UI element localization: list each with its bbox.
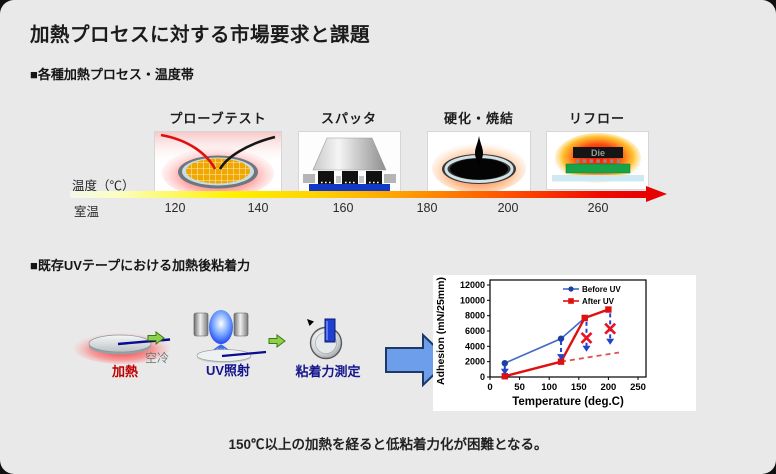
temp-axis-label: 温度（℃） [72,179,135,193]
svg-text:Temperature (deg.C): Temperature (deg.C) [512,396,624,408]
svg-text:50: 50 [514,382,525,393]
svg-text:250: 250 [630,382,646,393]
section-adhesion-heading: ■既存UVテープにおける加熱後粘着力 [30,258,251,273]
svg-text:6000: 6000 [465,326,485,336]
process-item-sputter: スパッタ [274,108,424,194]
svg-text:150: 150 [571,382,587,393]
heat-icon [74,332,171,364]
gauge-icon [307,318,343,360]
temp-tick-label: 200 [497,201,519,215]
air-cool-arrow-icon [147,331,165,345]
svg-text:10000: 10000 [460,295,485,305]
svg-text:8000: 8000 [465,311,485,321]
probe-test-icon [154,131,282,196]
temp-tick-label: 260 [587,201,609,215]
svg-text:0: 0 [487,382,492,393]
svg-text:Adhesion (mN/25mm): Adhesion (mN/25mm) [435,277,447,385]
svg-text:Before UV: Before UV [582,285,621,294]
svg-text:100: 100 [541,382,557,393]
svg-text:2000: 2000 [465,357,485,367]
footer-note: 150℃以上の加熱を経ると低粘着力化が困難となる。 [228,437,548,452]
flow-arrow-icon [268,334,286,348]
temp-tick-label: 120 [164,201,186,215]
air-cool-label: 空冷 [144,351,169,365]
svg-text:4000: 4000 [465,341,485,351]
sputter-icon [297,131,401,194]
process-label: スパッタ [320,111,377,126]
adhesion-chart-panel: 0 2000 4000 6000 8000 10000 12000 0 50 100 150 200 2… [433,275,696,411]
die-label: Die [590,148,604,158]
process-item-cure-sinter: 硬化・焼結 [404,108,554,194]
section-processes-heading: ■各種加熱プロセス・温度帯 [30,67,194,82]
process-item-probe-test: プローブテスト [143,108,293,196]
process-label: 硬化・焼結 [443,111,514,126]
temp-tick-label: 140 [247,201,269,215]
svg-text:After UV: After UV [582,297,615,306]
temp-gradient-arrowhead [646,186,667,202]
flow-step-measure-label: 粘着力測定 [295,364,361,379]
temp-tick-label: 180 [416,201,438,215]
page-title: 加熱プロセスに対する市場要求と課題 [30,24,371,46]
temp-origin-label: 室温 [74,205,100,219]
process-item-reflow: リフロー Die [522,108,672,190]
cure-sinter-icon [427,131,531,194]
temp-tick-label: 160 [332,201,354,215]
process-label: リフロー [568,111,625,126]
uv-lamp-icon [193,310,267,363]
process-label: プローブテスト [169,111,267,126]
flow-step-heat-label: 加熱 [111,364,138,379]
svg-text:0: 0 [480,372,485,382]
svg-text:200: 200 [600,382,616,393]
temp-gradient-arrow [70,191,647,198]
flow-step-uv-label: UV照射 [205,363,251,378]
reflow-icon: Die [545,131,649,190]
adhesion-chart: 0 2000 4000 6000 8000 10000 12000 0 50 100 150 200 2… [435,277,647,408]
svg-text:12000: 12000 [460,280,485,290]
